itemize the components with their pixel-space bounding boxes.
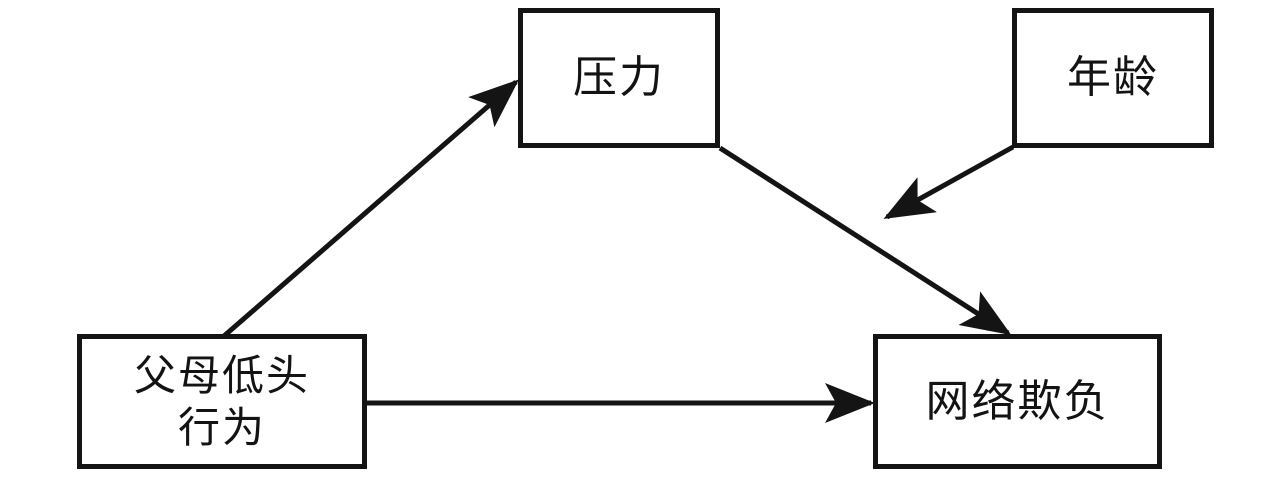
node-cyberbullying-label: 网络欺负 (925, 375, 1110, 427)
edge-stress-to-cyber (718, 145, 1012, 336)
node-age-label: 年龄 (1067, 52, 1159, 104)
node-phubbing[interactable]: 父母低头 行为 (77, 334, 367, 469)
node-cyberbullying[interactable]: 网络欺负 (873, 334, 1162, 469)
node-stress-label: 压力 (573, 52, 665, 104)
node-stress[interactable]: 压力 (518, 8, 720, 148)
edge-age-moderates-stress-cyber (883, 144, 1015, 220)
edge-phubbing-to-stress (222, 79, 520, 338)
node-age[interactable]: 年龄 (1012, 8, 1214, 148)
node-phubbing-label: 父母低头 行为 (133, 351, 310, 452)
